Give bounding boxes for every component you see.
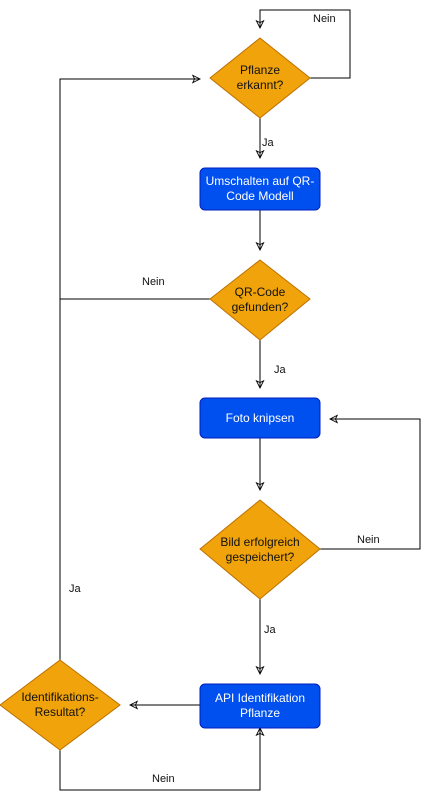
edge-label-bild-nein: Nein (357, 534, 380, 546)
edge-label-qr-nein: Nein (142, 276, 165, 288)
edge-pflanze-nein (260, 9, 351, 79)
edge-label-qr-ja: Ja (274, 364, 286, 376)
edge-label-resultat-nein: Nein (152, 773, 175, 785)
edge-label-pflanze-nein: Nein (313, 13, 336, 25)
edge-qr-nein (59, 79, 210, 300)
process-api-identifikation-shape (199, 683, 321, 729)
decision-qr-code-gefunden-shape (209, 259, 311, 341)
edge-label-resultat-ja: Ja (69, 583, 81, 595)
edge-label-bild-ja: Ja (264, 624, 276, 636)
process-umschalten-qr-shape (199, 167, 321, 211)
decision-identifikations-resultat-shape (0, 659, 121, 751)
edge-bild-nein (320, 419, 421, 550)
edge-resultat-nein (59, 728, 260, 791)
decision-bild-gespeichert-shape (199, 499, 321, 600)
process-foto-knipsen-shape (199, 397, 321, 439)
edge-label-pflanze-ja: Ja (262, 137, 274, 149)
decision-pflanze-erkannt-shape (209, 37, 311, 119)
